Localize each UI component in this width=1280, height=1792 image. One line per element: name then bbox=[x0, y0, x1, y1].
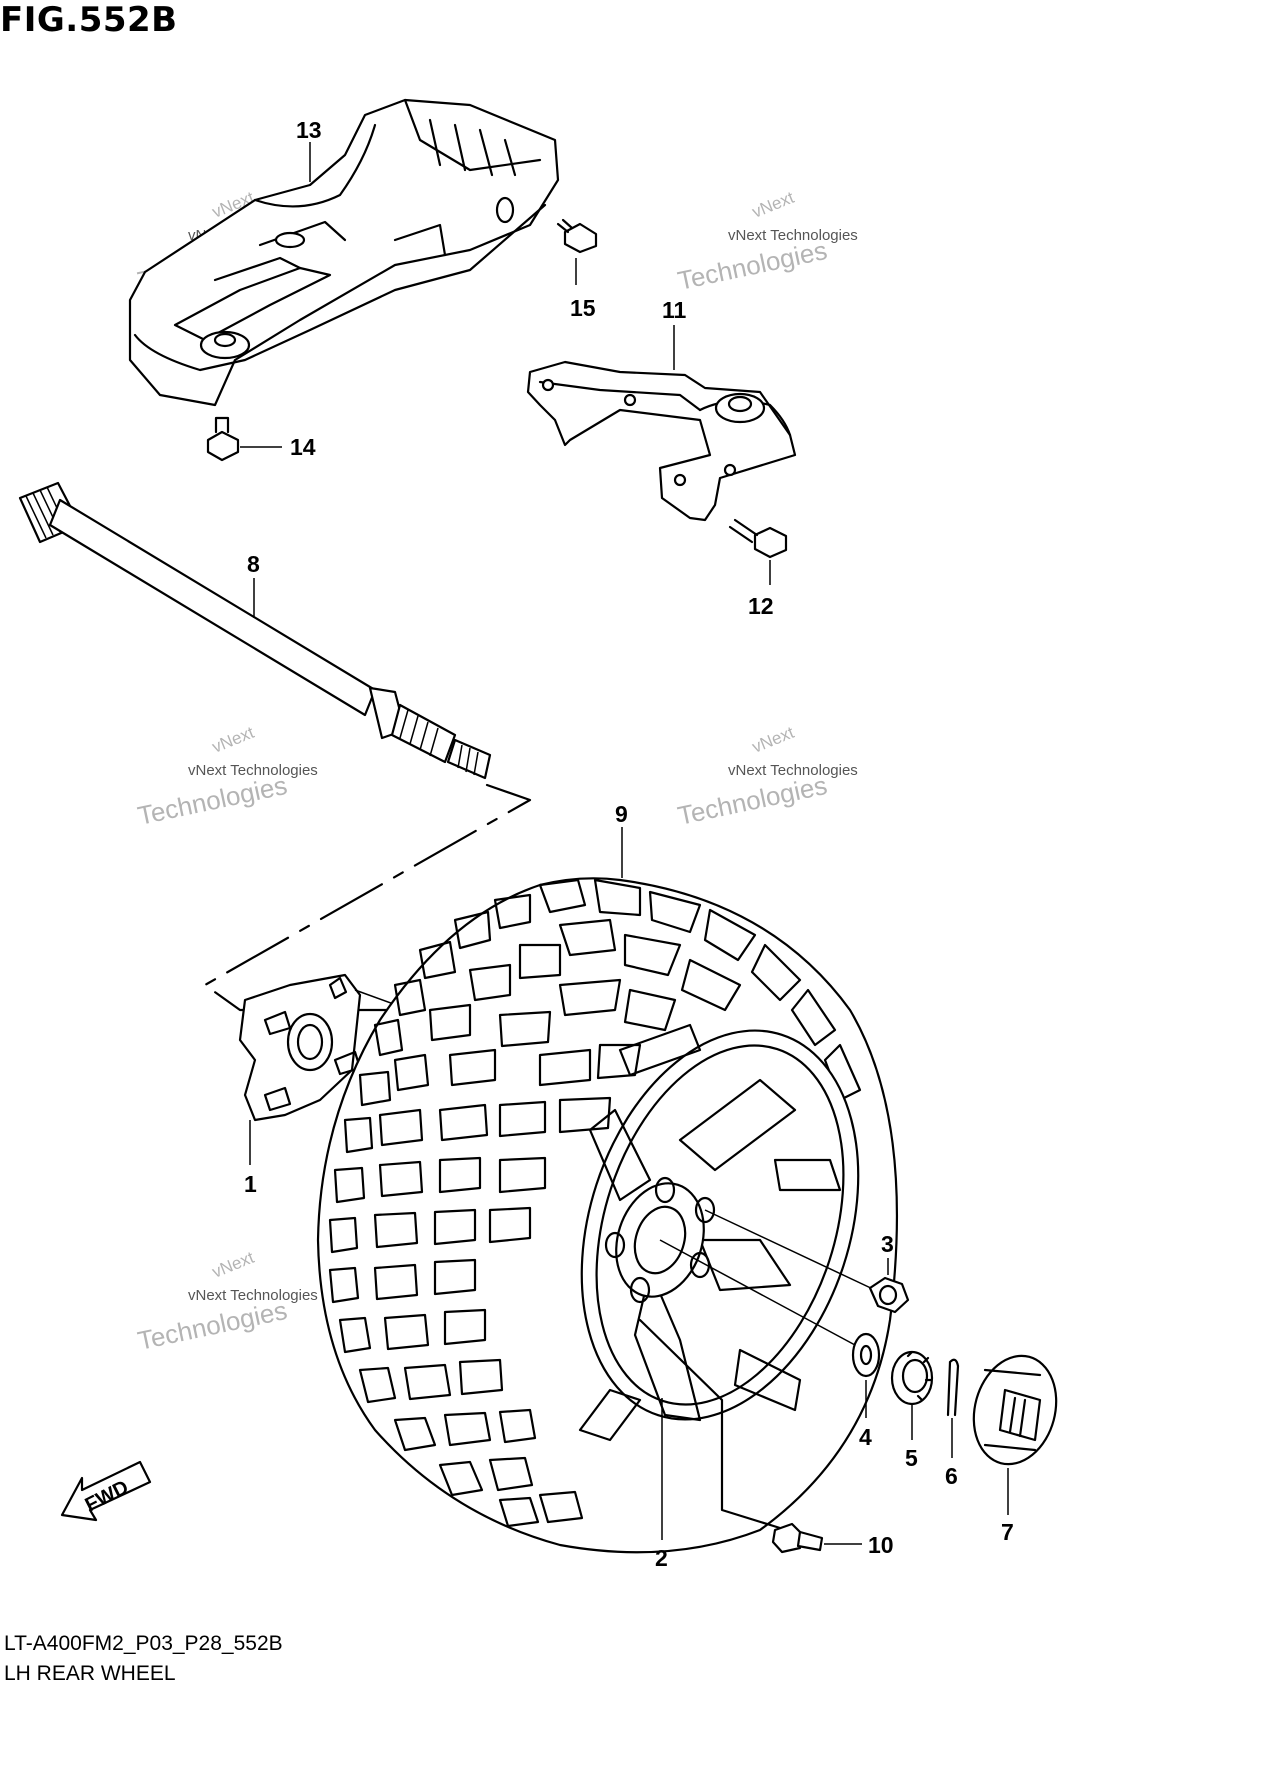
leader-line-3 bbox=[704, 1209, 876, 1291]
callout-6: 6 bbox=[945, 1463, 958, 1489]
part-5-castle-nut bbox=[890, 1350, 934, 1440]
svg-text:Technologies: Technologies bbox=[135, 1295, 290, 1356]
figure-code: LT-A400FM2_P03_P28_552B bbox=[4, 1632, 283, 1655]
part-15-bolt bbox=[556, 218, 598, 285]
callout-14: 14 bbox=[290, 434, 316, 460]
callout-4: 4 bbox=[859, 1424, 872, 1450]
svg-text:Technologies: Technologies bbox=[675, 235, 830, 296]
callout-1: 1 bbox=[244, 1171, 257, 1197]
callout-3: 3 bbox=[881, 1231, 894, 1257]
svg-text:vNext Technologies: vNext Technologies bbox=[728, 227, 858, 244]
callout-2: 2 bbox=[655, 1545, 668, 1571]
svg-text:vNext: vNext bbox=[749, 188, 797, 222]
watermark-5: vNext vNext Technologies Technologies bbox=[135, 1248, 318, 1356]
part-8-axle-shaft bbox=[18, 481, 492, 780]
callout-10: 10 bbox=[868, 1532, 894, 1558]
svg-text:Technologies: Technologies bbox=[135, 770, 290, 831]
part-3-nut bbox=[868, 1258, 910, 1314]
figure-name: LH REAR WHEEL bbox=[4, 1662, 176, 1685]
part-7-hub-cap bbox=[972, 1354, 1058, 1515]
svg-text:vNext Technologies: vNext Technologies bbox=[188, 762, 318, 779]
watermark-3: vNext vNext Technologies Technologies bbox=[135, 723, 318, 831]
callout-9: 9 bbox=[615, 801, 628, 827]
callout-13: 13 bbox=[296, 117, 322, 143]
watermark-4: vNext vNext Technologies Technologies bbox=[675, 723, 858, 831]
watermark-2: vNext vNext Technologies Technologies bbox=[675, 188, 858, 296]
svg-text:vNext: vNext bbox=[209, 1248, 257, 1282]
svg-text:vNext: vNext bbox=[749, 723, 797, 757]
callout-11: 11 bbox=[662, 297, 687, 323]
part-12-bolt bbox=[728, 518, 788, 585]
part-11-bracket bbox=[526, 360, 797, 522]
callout-15: 15 bbox=[570, 295, 596, 321]
svg-text:vNext Technologies: vNext Technologies bbox=[728, 762, 858, 779]
part-14-bolt bbox=[206, 416, 282, 462]
part-4-washer bbox=[851, 1332, 881, 1418]
svg-text:vNext: vNext bbox=[209, 723, 257, 757]
svg-text:vNext Technologies: vNext Technologies bbox=[188, 1287, 318, 1304]
part-1-hub bbox=[238, 973, 411, 1122]
part-10-valve-stem bbox=[638, 1318, 862, 1554]
callout-5: 5 bbox=[905, 1445, 918, 1471]
callout-7: 7 bbox=[1001, 1519, 1014, 1545]
part-6-cotter-pin bbox=[946, 1358, 960, 1458]
part-13-guard bbox=[128, 98, 560, 407]
figure-title: FIG.552B bbox=[0, 0, 178, 40]
callout-8: 8 bbox=[247, 551, 260, 577]
svg-text:Technologies: Technologies bbox=[675, 770, 830, 831]
leader-line-4 bbox=[659, 1239, 856, 1346]
fwd-arrow-icon: FWD bbox=[60, 1460, 152, 1522]
callout-12: 12 bbox=[748, 593, 774, 619]
part-9-tire bbox=[316, 877, 899, 1554]
